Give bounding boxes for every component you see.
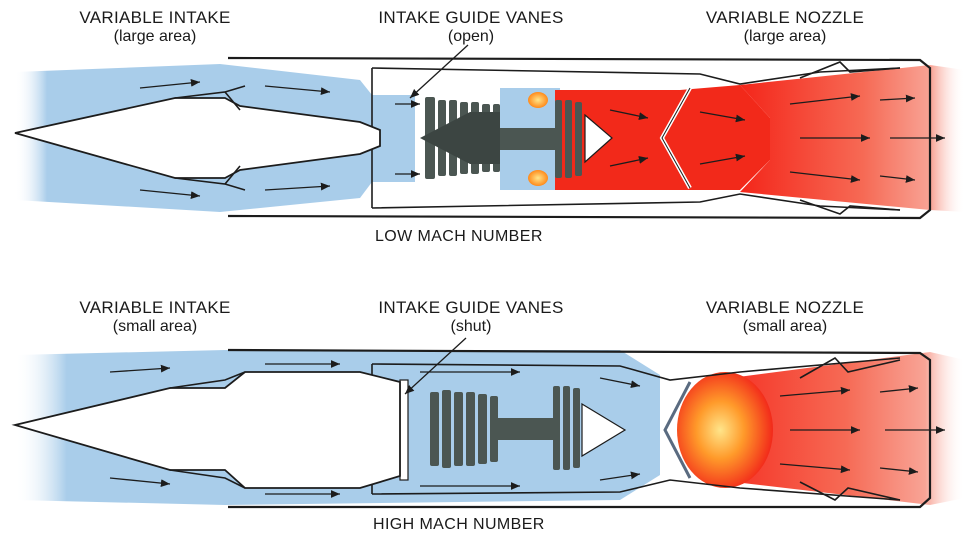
combustor-upper xyxy=(528,92,548,108)
vanes-detail: (open) xyxy=(366,27,576,46)
turbine xyxy=(555,100,582,178)
turbine xyxy=(553,386,580,470)
intake-label-high: VARIABLE INTAKE (small area) xyxy=(60,298,250,336)
vanes-label-high: INTAKE GUIDE VANES (shut) xyxy=(366,298,576,336)
intake-detail: (large area) xyxy=(60,27,250,46)
shaft xyxy=(500,128,560,150)
nozzle-title: VARIABLE NOZZLE xyxy=(685,8,885,27)
panel-high-mach xyxy=(15,338,965,507)
vanes-label-low: INTAKE GUIDE VANES (open) xyxy=(366,8,576,46)
vanes-title: INTAKE GUIDE VANES xyxy=(366,298,576,317)
intake-detail: (small area) xyxy=(60,317,250,336)
nozzle-detail: (small area) xyxy=(685,317,885,336)
caption-low-mach: LOW MACH NUMBER xyxy=(375,228,543,246)
nozzle-detail: (large area) xyxy=(685,27,885,46)
caption-high-mach: HIGH MACH NUMBER xyxy=(373,516,545,534)
nozzle-label-low: VARIABLE NOZZLE (large area) xyxy=(685,8,885,46)
nozzle-label-high: VARIABLE NOZZLE (small area) xyxy=(685,298,885,336)
vanes-title: INTAKE GUIDE VANES xyxy=(366,8,576,27)
intake-label-low: VARIABLE INTAKE (large area) xyxy=(60,8,250,46)
shaft xyxy=(498,418,553,440)
intake-title: VARIABLE INTAKE xyxy=(60,8,250,27)
vanes-leader xyxy=(410,45,468,98)
panel-low-mach xyxy=(15,45,965,218)
afterburner-flame xyxy=(677,372,773,488)
intake-title: VARIABLE INTAKE xyxy=(60,298,250,317)
vanes-detail: (shut) xyxy=(366,317,576,336)
combustor-lower xyxy=(528,170,548,186)
guide-vanes-shut xyxy=(400,380,408,480)
nozzle-title: VARIABLE NOZZLE xyxy=(685,298,885,317)
compressor xyxy=(420,97,500,179)
